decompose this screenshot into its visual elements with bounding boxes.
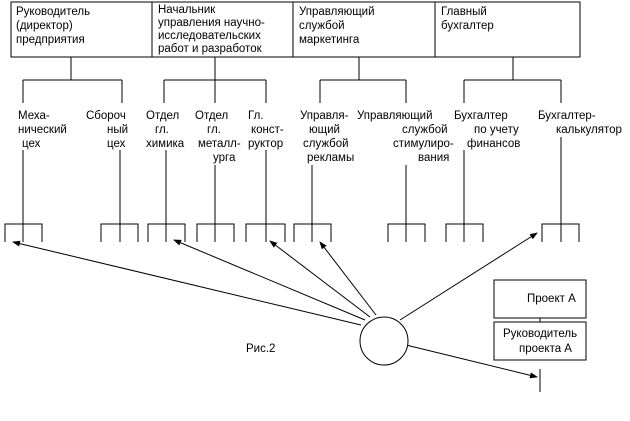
header-bar: [10, 1, 581, 58]
unit-mechanical-shop: Меха- нический цех: [18, 110, 70, 150]
header-chief-accountant: Главный бухгалтер: [441, 6, 494, 32]
unit-finance-accountant: Бухгалтер по учету финансов: [454, 110, 522, 150]
unit-stems: [22, 137, 562, 224]
unit-chief-metallurgist: Отдел гл. металл- урга: [195, 110, 244, 164]
connectors-accounting: [463, 57, 562, 103]
unit-assembly-shop: Сбороч ный цех: [86, 110, 131, 150]
coordinator-circle: [359, 316, 409, 366]
unit-advertising-manager: Управля- ющий службой рекламы: [300, 110, 354, 164]
project-manager-box: [493, 321, 587, 361]
connectors-director: [22, 57, 123, 103]
unit-calculator-accountant: Бухгалтер- калькулятор: [538, 110, 622, 136]
header-rnd-head: Начальник управления научно- исследовате…: [158, 4, 268, 55]
project-box: [493, 279, 587, 319]
figure-caption: Рис.2: [246, 343, 275, 355]
unit-stimulation-manager: Управляющий службой стимулиро- вания: [357, 110, 457, 164]
connectors-rnd: [163, 57, 267, 103]
project-label: Проект А: [527, 293, 576, 305]
project-arrows: [12, 232, 538, 379]
unit-chief-chemist: Отдел гл. химика: [146, 110, 185, 150]
connectors-marketing: [319, 57, 407, 103]
header-marketing-head: Управляющий службой маркетинга: [299, 6, 378, 46]
project-manager-label: Руководитель проекта А: [503, 328, 580, 355]
header-director: Руководитель (директор) предприятия: [16, 6, 93, 46]
unit-chief-designer: Гл. конст- руктор: [248, 110, 287, 150]
sub-combs: [4, 223, 580, 242]
